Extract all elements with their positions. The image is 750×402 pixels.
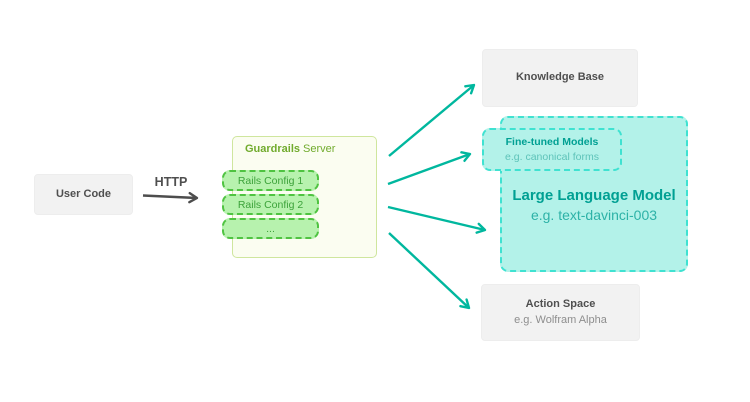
rails-config-more-label: ... [266, 222, 275, 235]
large-language-model-subtitle: e.g. text-davinci-003 [530, 206, 658, 223]
large-language-model-title: Large Language Model [512, 187, 676, 204]
rails-config-1-label: Rails Config 1 [237, 174, 304, 187]
user-code-label: User Code [55, 187, 112, 200]
rails-config-2-node: Rails Config 2 [222, 194, 319, 215]
rails-config-1-node: Rails Config 1 [222, 170, 319, 191]
arrow-to-knowledge-base-icon [388, 83, 476, 157]
user-code-node: User Code [34, 174, 133, 215]
http-arrow [142, 191, 199, 204]
guardrails-server-title-bold: Guardrails [245, 143, 301, 155]
arrow-to-fine-tuned-models-icon [387, 151, 472, 186]
action-space-subtitle: e.g. Wolfram Alpha [514, 313, 607, 326]
http-label: HTTP [154, 175, 188, 189]
fine-tuned-models-title: Fine-tuned Models [505, 135, 599, 148]
fine-tuned-models-subtitle: e.g. canonical forms [505, 150, 599, 163]
knowledge-base-label: Knowledge Base [515, 71, 605, 84]
fine-tuned-models-node: Fine-tuned Models e.g. canonical forms [482, 128, 622, 171]
knowledge-base-node: Knowledge Base [482, 49, 638, 107]
action-space-node: Action Space e.g. Wolfram Alpha [481, 284, 640, 341]
large-language-model-text: Large Language Model e.g. text-davinci-0… [502, 186, 686, 224]
arrow-to-action-space-icon [388, 232, 471, 310]
rails-config-more-node: ... [222, 218, 319, 239]
rails-config-2-label: Rails Config 2 [237, 198, 304, 211]
guardrails-server-title-rest: Server [303, 143, 336, 155]
action-space-title: Action Space [525, 297, 596, 310]
arrow-to-large-language-model-icon [387, 205, 487, 234]
